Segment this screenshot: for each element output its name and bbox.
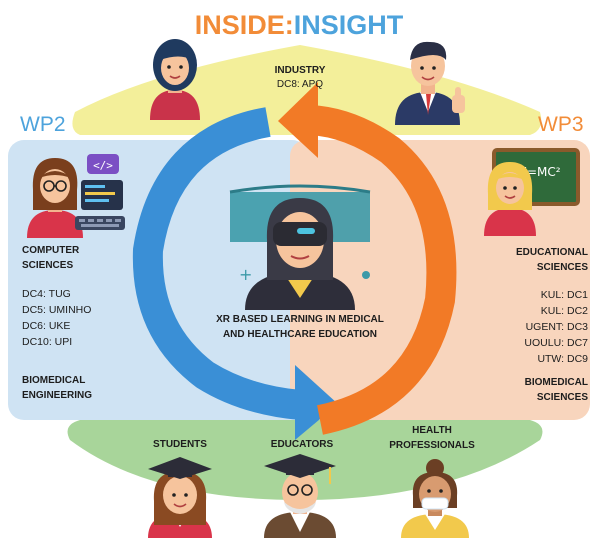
student-icon [148,457,212,538]
wp3-partner-1: KUL: DC1 [540,289,588,301]
health-label-line2: PROFESSIONALS [389,440,475,451]
wp3-partner-4: UOULU: DC7 [524,337,588,349]
industry-heading: INDUSTRY [274,65,326,76]
center-line-2: AND HEALTHCARE EDUCATION [222,329,378,340]
wp2-domain1-line1: COMPUTER [22,245,80,256]
health-label-line1: HEALTH [412,425,452,436]
health-professional-icon [401,459,469,538]
wp2-partner-3: DC6: UKE [22,320,71,332]
wp3-partner-2: KUL: DC2 [540,305,588,317]
industry-partner: DC8: APQ [276,79,324,90]
orange-arrow-head [278,82,318,158]
industry-man-icon [395,41,465,125]
wp2-label: WP2 [20,113,66,136]
wp3-domain1-line1: EDUCATIONAL [515,247,588,258]
wp2-partner-1: DC4: TUG [22,288,71,300]
educators-label: EDUCATORS [270,439,334,450]
title-part-1: INSIDE: [194,10,294,40]
industry-woman-icon [150,39,200,120]
vr-user-icon: + [229,184,371,310]
blue-arrow-head [295,365,338,440]
wp2-domain2-line2: ENGINEERING [22,390,93,401]
wp3-domain2-line1: BIOMEDICAL [524,377,588,388]
wp2-domain2-line1: BIOMEDICAL [22,375,86,386]
wp3-label: WP3 [538,113,584,136]
blue-cycle-arrow [132,107,302,420]
wp3-partner-3: UGENT: DC3 [525,321,588,333]
svg-text:+: + [239,265,252,284]
center-line-1: XR BASED LEARNING IN MEDICAL [216,314,384,325]
wp3-domain2-line2: SCIENCES [536,392,588,403]
page-title: INSIDE:INSIGHT [0,10,598,41]
educator-icon [264,454,336,538]
computer-scientist-icon: </> [27,154,125,238]
wp3-domain1-line2: SCIENCES [536,262,588,273]
educational-scientist-icon: E=MC² [484,148,580,236]
wp2-domain1-line2: SCIENCES [22,260,74,271]
wp2-partner-2: DC5: UMINHO [22,304,92,316]
title-part-2: INSIGHT [293,10,404,40]
wp3-partner-5: UTW: DC9 [537,353,588,365]
students-label: STUDENTS [153,439,207,450]
wp2-partner-4: DC10: UPI [22,336,73,348]
code-tag-text: </> [93,159,113,172]
orange-cycle-arrow [308,105,457,435]
